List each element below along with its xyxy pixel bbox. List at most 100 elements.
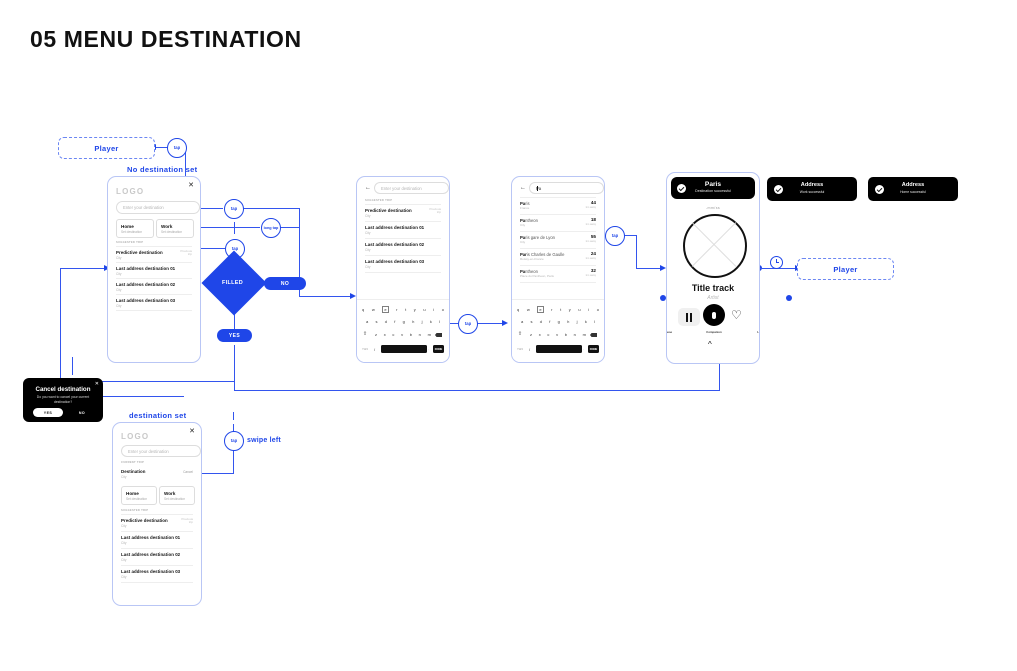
list-item[interactable]: Last address destination 03 City (121, 565, 193, 581)
keyboard-key-n[interactable]: n (418, 332, 421, 337)
keyboard-key-b[interactable]: b (409, 332, 412, 337)
screen-menu-no-destination[interactable]: LOGO ✕ Enter your destination Home Set d… (107, 176, 201, 363)
list-item[interactable]: Predictive destination City Previous tri… (121, 514, 193, 530)
list-item[interactable]: Predictive destination City Previous tri… (116, 246, 192, 262)
keyboard-key-y[interactable]: y (568, 307, 571, 312)
modal-yes-button[interactable]: YES (33, 408, 63, 417)
list-item[interactable]: Last address destination 02 City (121, 548, 193, 564)
done-key[interactable]: DONE (588, 345, 599, 353)
keyboard-key-u[interactable]: u (423, 307, 426, 312)
search-input[interactable]: Pa (529, 182, 604, 194)
like-button[interactable]: ♡ (731, 308, 742, 322)
search-input[interactable]: Enter your destination (121, 445, 201, 457)
keyboard-key-b[interactable]: b (564, 332, 567, 337)
keyboard-key-k[interactable]: k (584, 319, 587, 324)
keyboard-key-f[interactable]: f (549, 319, 551, 324)
cancel-link[interactable]: Cancel (183, 470, 193, 474)
keyboard-key-j[interactable]: j (421, 319, 423, 324)
keyboard-key-e[interactable]: e (537, 306, 544, 313)
list-item[interactable]: Last address destination 01 City (116, 262, 192, 278)
screen-search-results[interactable]: ← Pa Paris France 44 km away Pantheon Ci… (511, 176, 605, 363)
close-icon[interactable]: ✕ (94, 381, 99, 387)
keyboard-key-e[interactable]: e (382, 306, 389, 313)
done-key[interactable]: DONE (433, 345, 444, 353)
keyboard-key-y[interactable]: y (413, 307, 416, 312)
list-item[interactable]: Last address destination 01 City (121, 531, 193, 547)
keyboard-key-q[interactable]: q (517, 307, 520, 312)
backspace-icon[interactable] (435, 333, 442, 337)
keyboard-key-r[interactable]: r (551, 307, 553, 312)
chip-work[interactable]: Work Set destination (156, 219, 194, 238)
keyboard-key-s[interactable]: s (530, 319, 533, 324)
numbers-key[interactable]: ?123 (517, 348, 523, 351)
keyboard-key-v[interactable]: v (556, 332, 559, 337)
keyboard-key-i[interactable]: i (588, 307, 590, 312)
keyboard-key-i[interactable]: i (433, 307, 435, 312)
keyboard-key-s[interactable]: s (375, 319, 378, 324)
result-row[interactable]: Pantheon City 18 km away (520, 214, 596, 231)
chip-home[interactable]: Home Set destination (121, 486, 157, 505)
keyboard-key-h[interactable]: h (412, 319, 415, 324)
period-key[interactable]: . (583, 348, 584, 351)
chip-home[interactable]: Home Set destination (116, 219, 154, 238)
close-icon[interactable]: ✕ (189, 428, 195, 435)
list-item[interactable]: Last address destination 03 City (116, 294, 192, 310)
close-icon[interactable]: ✕ (188, 182, 194, 189)
keyboard-key-z[interactable]: z (375, 332, 377, 337)
result-row[interactable]: Paris France 44 km away (520, 197, 596, 214)
keyboard-key-d[interactable]: d (384, 319, 387, 324)
keyboard-key-g[interactable]: g (557, 319, 560, 324)
keyboard-key-c[interactable]: c (547, 332, 550, 337)
keyboard-key-c[interactable]: c (392, 332, 395, 337)
keyboard-key-m[interactable]: m (582, 332, 586, 337)
search-input[interactable]: Enter your destination (374, 182, 449, 194)
keyboard-key-o[interactable]: o (441, 307, 444, 312)
keyboard-key-k[interactable]: k (429, 319, 432, 324)
keyboard-key-w[interactable]: w (526, 307, 530, 312)
current-trip-row[interactable]: Destination City Cancel (121, 466, 193, 481)
screen-player[interactable]: Paris Destination successful -mm/ss Titl… (666, 172, 760, 364)
keyboard-key-v[interactable]: v (401, 332, 404, 337)
back-arrow-icon[interactable]: ← (365, 185, 371, 191)
terminal-player-right[interactable]: Player (797, 258, 894, 280)
list-item[interactable]: Last address destination 02 City (116, 278, 192, 294)
keyboard-key-a[interactable]: a (521, 319, 524, 324)
result-row[interactable]: Pantheon Place du Pantheon, Paris 32 km … (520, 265, 596, 282)
keyboard-key-t[interactable]: t (405, 307, 407, 312)
keyboard-key-r[interactable]: r (396, 307, 398, 312)
result-row[interactable]: Paris Charles de Gaulle Roissy-en-France… (520, 248, 596, 265)
list-item[interactable]: Last address destination 02 City (365, 238, 441, 254)
keyboard-key-u[interactable]: u (578, 307, 581, 312)
keyboard-key-x[interactable]: x (383, 332, 386, 337)
keyboard-key-j[interactable]: j (576, 319, 578, 324)
chevron-up-icon[interactable]: ^ (708, 340, 712, 349)
numbers-key[interactable]: ?123 (362, 348, 368, 351)
search-input[interactable]: Enter your destination (116, 201, 200, 214)
keyboard-key-x[interactable]: x (538, 332, 541, 337)
slash-key[interactable]: / (374, 347, 376, 352)
modal-no-button[interactable]: NO (78, 410, 86, 415)
back-arrow-icon[interactable]: ← (520, 185, 526, 191)
keyboard-key-n[interactable]: n (573, 332, 576, 337)
backspace-icon[interactable] (590, 333, 597, 337)
keyboard-key-w[interactable]: w (371, 307, 375, 312)
keyboard-key-g[interactable]: g (402, 319, 405, 324)
slash-key[interactable]: / (529, 347, 531, 352)
keyboard-key-t[interactable]: t (560, 307, 562, 312)
chip-work[interactable]: Work Set destination (159, 486, 195, 505)
keyboard-key-z[interactable]: z (530, 332, 532, 337)
space-key[interactable] (536, 345, 582, 353)
keyboard-key-q[interactable]: q (362, 307, 365, 312)
keyboard-key-m[interactable]: m (427, 332, 431, 337)
modal-cancel-destination[interactable]: ✕ Cancel destination Do you want to canc… (23, 378, 103, 422)
pause-button[interactable] (678, 308, 700, 326)
screen-search-empty[interactable]: ← Enter your destination SUGGESTED TRIP … (356, 176, 450, 363)
keyboard-key-f[interactable]: f (394, 319, 396, 324)
